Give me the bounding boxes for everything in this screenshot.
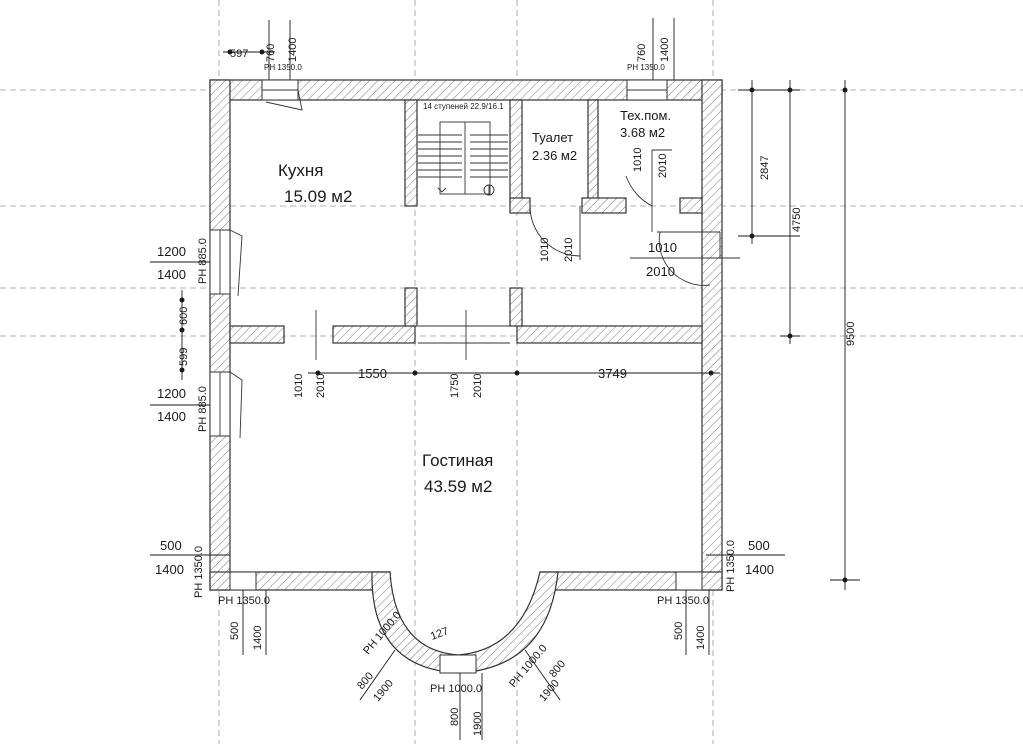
corner-left-500: 500 [160, 538, 182, 553]
door-hall-1010: 1010 [648, 240, 677, 255]
dimension-labels: 597 760 1400 РН 1350.0 760 1400 РН 1350.… [155, 38, 857, 736]
dim-597: 597 [230, 48, 248, 60]
kitchen-area: 15.09 м2 [284, 187, 352, 206]
bay-angle: 127 [429, 625, 450, 643]
corner-left-bottom-1400: 1400 [252, 626, 264, 650]
bay-right-1900: 1900 [537, 677, 562, 703]
corner-left-ph: РН 1350.0 [193, 546, 205, 598]
dim-600: 600 [178, 307, 190, 325]
dim-4750: 4750 [791, 208, 803, 232]
dimension-lines [150, 18, 860, 740]
staircase[interactable] [418, 121, 508, 196]
corner-left-1400: 1400 [155, 562, 184, 577]
corner-right-bottom-500: 500 [673, 622, 685, 640]
windows [209, 79, 703, 674]
dim-599: 599 [178, 348, 190, 366]
room-labels: Кухня 15.09 м2 Туалет 2.36 м2 Тех.пом. 3… [278, 102, 671, 496]
living-name: Гостиная [422, 451, 493, 470]
corner-left-bottom-ph: РН 1350.0 [218, 595, 270, 607]
bay-mid-ph: РН 1000.0 [430, 683, 482, 695]
door-tech-1010: 1010 [632, 148, 644, 172]
door-kitchen-2010: 2010 [315, 374, 327, 398]
stairs-label: 14 ступеней 22.9/16.1 [423, 102, 504, 111]
win-left1-1200: 1200 [157, 244, 186, 259]
door-stair-1750: 1750 [449, 374, 461, 398]
win-left2-ph: РН 885.0 [197, 386, 209, 432]
dim-1550: 1550 [358, 366, 387, 381]
door-toilet-2010: 2010 [563, 238, 575, 262]
bay-left-800: 800 [355, 670, 376, 692]
dim-1400-left: 1400 [287, 38, 299, 62]
bay-mid-1900: 1900 [472, 712, 484, 736]
kitchen-name: Кухня [278, 161, 324, 180]
corner-right-bottom-1400: 1400 [695, 626, 707, 650]
corner-right-bottom-ph: РН 1350.0 [657, 595, 709, 607]
toilet-name: Туалет [532, 130, 573, 145]
tech-name: Тех.пом. [620, 108, 671, 123]
bay-right-800: 800 [547, 658, 568, 680]
bay-mid-800: 800 [449, 708, 461, 726]
doors [283, 149, 740, 360]
win-left1-1400: 1400 [157, 267, 186, 282]
dim-2847: 2847 [759, 156, 771, 180]
dim-760-right: 760 [636, 44, 648, 62]
corner-right-1400: 1400 [745, 562, 774, 577]
door-tech-2010: 2010 [657, 154, 669, 178]
win-left2-1400: 1400 [157, 409, 186, 424]
ph-window-top-left: РН 1350.0 [264, 63, 302, 72]
corner-right-ph: РН 1350.0 [725, 540, 737, 592]
corner-right-500: 500 [748, 538, 770, 553]
toilet-area: 2.36 м2 [532, 148, 577, 163]
door-stair-2010: 2010 [472, 374, 484, 398]
win-left2-1200: 1200 [157, 386, 186, 401]
living-area: 43.59 м2 [424, 477, 492, 496]
dim-9500: 9500 [845, 322, 857, 346]
door-kitchen-1010: 1010 [293, 374, 305, 398]
tech-area: 3.68 м2 [620, 125, 665, 140]
win-left1-ph: РН 885.0 [197, 238, 209, 284]
door-hall-2010: 2010 [646, 264, 675, 279]
dim-760-left: 760 [265, 44, 277, 62]
bay-left-1900: 1900 [371, 677, 396, 703]
door-toilet-1010: 1010 [539, 238, 551, 262]
corner-left-bottom-500: 500 [229, 622, 241, 640]
ph-window-top-right: РН 1350.0 [627, 63, 665, 72]
dim-3749: 3749 [598, 366, 627, 381]
dim-1400-right: 1400 [659, 38, 671, 62]
